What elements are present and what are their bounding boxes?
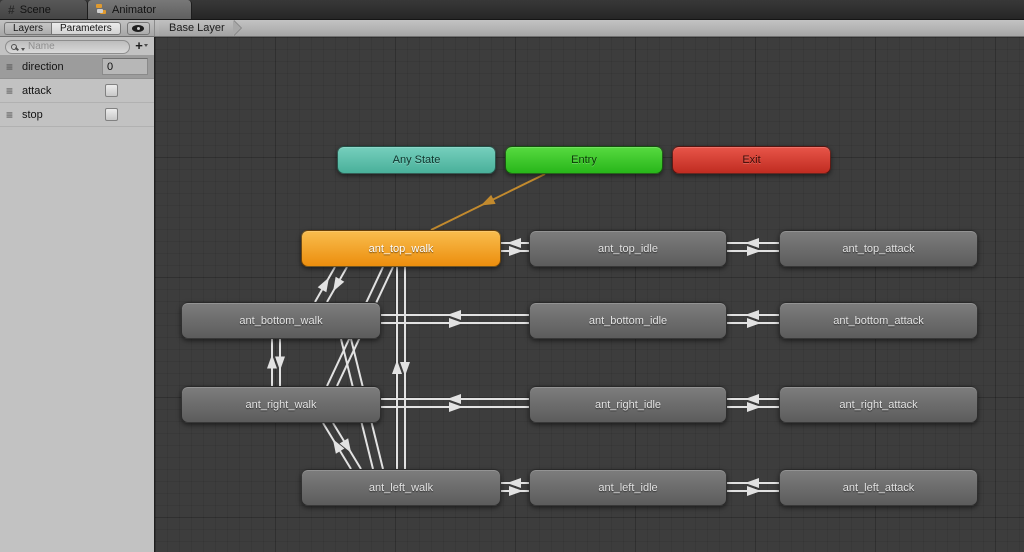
search-icon [11, 43, 17, 50]
drag-handle-icon[interactable]: ≡ [6, 59, 14, 74]
transition-arrow-icon [507, 478, 521, 488]
layers-tab-button[interactable]: Layers [4, 21, 52, 35]
transition-arrow-icon [747, 246, 761, 256]
parameter-row-direction[interactable]: ≡ direction 0 [0, 55, 154, 79]
state-node-ant-top-idle[interactable]: ant_top_idle [529, 230, 727, 267]
tab-animator-label: Animator [112, 3, 157, 16]
transition-arrow-icon [333, 276, 345, 292]
parameter-name-stop: stop [22, 108, 43, 121]
state-node-any-state[interactable]: Any State [337, 146, 496, 174]
add-parameter-caret-icon [143, 44, 148, 47]
transition-arrow-icon [392, 360, 402, 374]
parameters-panel: Name + ≡ direction 0 ≡ attack ≡ stop [0, 37, 155, 552]
breadcrumb-label: Base Layer [169, 22, 225, 34]
add-parameter-button[interactable]: + [133, 39, 150, 54]
search-placeholder: Name [28, 41, 55, 52]
transition-arrow-icon [509, 246, 523, 256]
state-node-ant-bottom-idle[interactable]: ant_bottom_idle [529, 302, 727, 339]
state-node-entry[interactable]: Entry [505, 146, 663, 174]
eye-icon [132, 24, 145, 32]
state-node-ant-bottom-attack[interactable]: ant_bottom_attack [779, 302, 978, 339]
transition-arrow-icon [447, 394, 461, 404]
breadcrumb-base-layer[interactable]: Base Layer [159, 20, 242, 36]
state-node-ant-left-attack[interactable]: ant_left_attack [779, 469, 978, 506]
transition-arrow-icon [332, 439, 345, 454]
animator-icon [96, 4, 107, 15]
search-input[interactable]: Name [5, 39, 130, 54]
toolbar: Layers Parameters Base Layer [0, 20, 1024, 37]
transition-arrow-icon [509, 486, 523, 496]
transition-arrow-icon [745, 478, 759, 488]
state-node-ant-left-walk[interactable]: ant_left_walk [301, 469, 501, 506]
tab-animator[interactable]: Animator [88, 0, 192, 19]
direction-value-field[interactable]: 0 [102, 58, 148, 75]
parameter-search-row: Name + [0, 37, 154, 55]
search-filter-caret-icon[interactable] [21, 47, 25, 51]
drag-handle-icon[interactable]: ≡ [6, 83, 14, 98]
tab-scene-label: Scene [19, 3, 51, 16]
transition-arrow-icon [339, 438, 352, 453]
state-node-exit[interactable]: Exit [672, 146, 831, 174]
parameters-tab-button[interactable]: Parameters [51, 21, 121, 35]
state-node-ant-top-walk[interactable]: ant_top_walk [301, 230, 501, 267]
transition-arrow-icon [745, 394, 759, 404]
state-node-ant-left-idle[interactable]: ant_left_idle [529, 469, 727, 506]
transition-arrow-icon [400, 362, 410, 376]
state-node-ant-right-attack[interactable]: ant_right_attack [779, 386, 978, 423]
transitions-layer [267, 173, 779, 496]
transition-arrow-icon [747, 402, 761, 412]
visibility-button[interactable] [126, 21, 150, 35]
animator-canvas[interactable]: Any State Entry Exit ant_top_walk ant_top_id… [155, 37, 1024, 552]
transition-arrow-icon [507, 238, 521, 248]
transition-arrow-icon [480, 194, 496, 206]
state-node-ant-bottom-walk[interactable]: ant_bottom_walk [181, 302, 381, 339]
parameter-row-stop[interactable]: ≡ stop [0, 103, 154, 127]
transition-arrow-icon [745, 310, 759, 320]
state-node-ant-top-attack[interactable]: ant_top_attack [779, 230, 978, 267]
transition-arrow-icon [449, 402, 463, 412]
attack-checkbox[interactable] [105, 84, 118, 97]
plus-icon: + [135, 38, 143, 53]
state-node-ant-right-walk[interactable]: ant_right_walk [181, 386, 381, 423]
state-node-ant-right-idle[interactable]: ant_right_idle [529, 386, 727, 423]
breadcrumb-bar: Base Layer [155, 20, 1024, 36]
transition-arrow-icon [275, 356, 285, 371]
drag-handle-icon[interactable]: ≡ [6, 107, 14, 122]
layers-parameters-segmented-control: Layers Parameters [4, 21, 121, 35]
transition-arrow-icon [317, 277, 329, 293]
parameter-name-attack: attack [22, 84, 52, 97]
transition-arrow-icon [745, 238, 759, 248]
transition-arrow-icon [449, 318, 463, 328]
tab-scene[interactable]: # Scene [0, 0, 88, 19]
editor-tab-bar: # Scene Animator [0, 0, 1024, 20]
transition-arrow-icon [447, 310, 461, 320]
stop-checkbox[interactable] [105, 108, 118, 121]
transition-arrow-icon [747, 318, 761, 328]
parameter-row-attack[interactable]: ≡ attack [0, 79, 154, 103]
transition-arrow-icon [267, 354, 277, 369]
transition-arrow-icon [747, 486, 761, 496]
parameters-toolbar: Layers Parameters [0, 20, 155, 36]
scene-grid-icon: # [8, 2, 15, 17]
parameter-name-direction: direction [22, 60, 64, 73]
